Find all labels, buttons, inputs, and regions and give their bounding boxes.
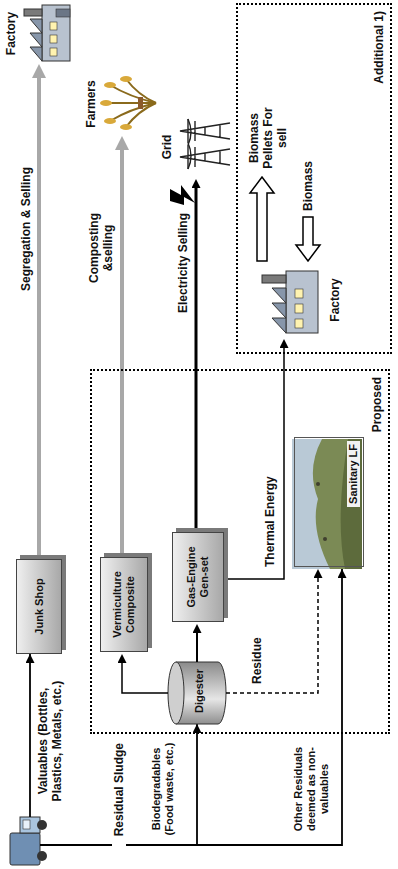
factory-icon (24, 5, 70, 61)
flow-arrow (196, 629, 198, 662)
factory-icon (262, 275, 286, 283)
factory-icon (30, 19, 42, 61)
node-label: Vermiculture Composite (111, 561, 137, 648)
garbage-truck (10, 833, 40, 865)
collection-lines (29, 654, 31, 817)
factory-icon (50, 48, 57, 56)
annotation-label: Valuables (Bottles, Plastics, Metals, et… (36, 671, 64, 811)
node-label: Sanitary LF (347, 441, 360, 507)
factory-icon (272, 288, 286, 333)
node-label: Additional 1) (372, 11, 386, 84)
farmers-icon (100, 76, 156, 130)
flow-arrow (37, 72, 41, 559)
digester-cylinder (168, 662, 226, 724)
lightning-bolt (170, 185, 195, 205)
factory-node: Factory (4, 3, 72, 64)
node-label: Proposed (370, 377, 384, 432)
farmers-icon (104, 82, 116, 88)
grid-towers (180, 119, 230, 169)
edge-label: Segregation & Selling (19, 144, 33, 314)
factory-icon (56, 9, 70, 17)
factory-icon (50, 35, 57, 43)
landfill-photo (316, 482, 320, 486)
landfill-box: Sanitary LF (294, 437, 364, 567)
annotation-label: Other Residuals deemed as non-valuables (292, 737, 331, 841)
factory-icon (42, 5, 70, 61)
group-region: ProposedVermiculture CompositeDigester Ga… (90, 369, 390, 734)
process-box: Gas-Engine Gen-set (172, 532, 224, 622)
edge-label: Thermal Energy (263, 429, 277, 569)
factory-icon (50, 22, 57, 30)
hollow-arrow (296, 217, 320, 261)
process-box: Junk Shop (16, 559, 62, 654)
factory-icon (286, 271, 318, 333)
garbage-truck (37, 820, 47, 830)
edge-label: Composting &selling (87, 202, 115, 294)
factory-icon (24, 9, 42, 16)
edge-label: Electricity Selling (176, 211, 190, 349)
factory-icon (262, 271, 318, 333)
farmers-icon (100, 100, 112, 106)
grid-towers (180, 145, 230, 169)
collection-lines (196, 724, 198, 845)
edge-label: Residual Sludge (112, 741, 126, 849)
landfill-photo (292, 439, 362, 569)
garbage-truck (10, 817, 47, 865)
digester-tank: Digester (170, 660, 228, 722)
factory-icon (295, 304, 303, 313)
annotation-label: Biomass Pellets For sell (247, 105, 289, 171)
landfill-photo (341, 439, 362, 569)
node-label: Digester (193, 669, 206, 713)
flow-arrow (226, 574, 318, 693)
factory-node: Factory (252, 263, 342, 337)
garbage-truck (37, 851, 47, 861)
farmers-node: Farmers (84, 72, 156, 136)
flow-arrow (222, 344, 284, 579)
landfill-photo (292, 439, 362, 569)
farmers-icon (106, 102, 156, 104)
node-label: Farmers (84, 80, 98, 127)
hollow-arrow (250, 177, 274, 261)
farmers-icon (120, 76, 132, 82)
grid-towers (180, 119, 230, 143)
digester-cylinder (168, 662, 184, 724)
farmers-icon (104, 118, 116, 124)
lightning-bolt (170, 185, 195, 205)
node-label: Grid (160, 135, 174, 160)
edge-label: Residue (250, 624, 264, 686)
landfill-photo (323, 537, 327, 541)
grid-towers (188, 119, 191, 169)
node-label: Factory (4, 12, 18, 55)
farmers-icon (138, 97, 143, 109)
node-label: Gas-Engine Gen-set (185, 536, 211, 618)
node-label: Factory (328, 278, 342, 321)
flow-arrow (122, 659, 168, 693)
garbage-truck (23, 820, 30, 829)
annotation-label: Biomass (301, 153, 315, 213)
node-label: Junk Shop (33, 578, 46, 634)
grid-node: Grid (160, 115, 230, 179)
flow-arrow (195, 184, 198, 534)
farmers-icon (120, 124, 132, 130)
factory-icon (295, 319, 303, 328)
factory-icon (295, 289, 303, 298)
flow-arrow (120, 144, 124, 559)
annotation-label: Biodegradables (Food waste, etc.) (150, 737, 176, 841)
landfill-photo (313, 439, 362, 569)
process-box: Vermiculture Composite (100, 557, 148, 652)
